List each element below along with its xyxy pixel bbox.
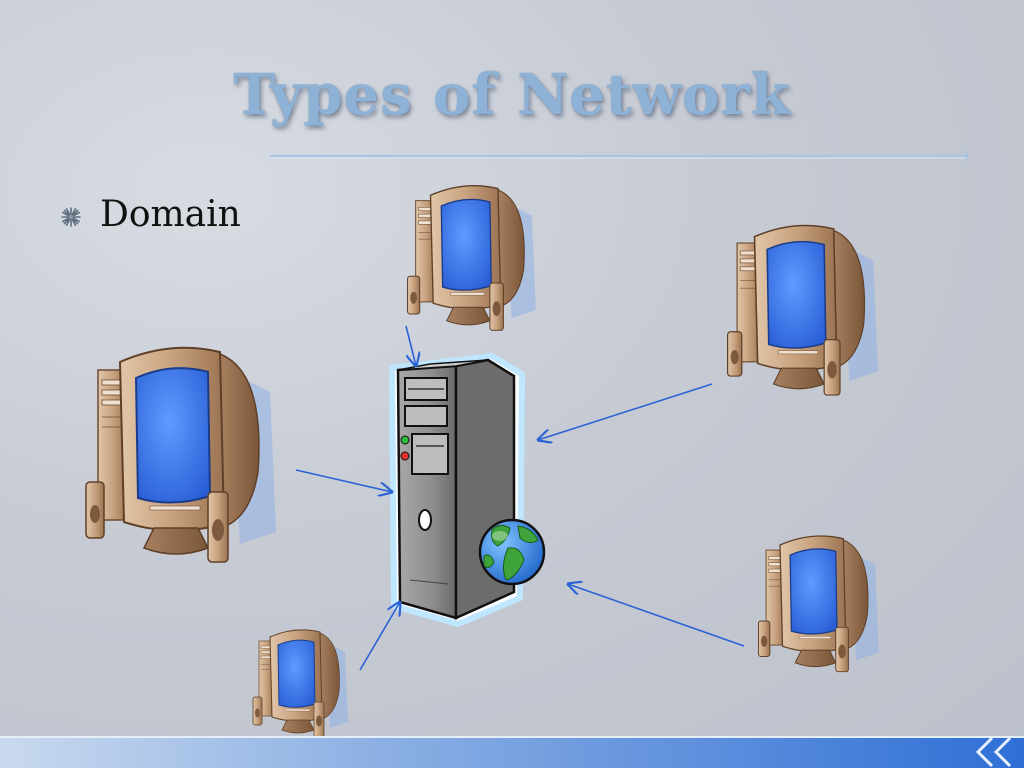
connection-arrow — [295, 469, 392, 492]
computer-icon — [84, 346, 278, 564]
title-divider — [270, 149, 969, 163]
slide-title: Types of Network — [233, 62, 791, 128]
computer-icon — [726, 224, 879, 396]
bullet-text: Domain — [100, 193, 241, 235]
computer-icon — [757, 535, 880, 673]
snowflake-bullet-icon — [61, 207, 81, 227]
bullet-item: Domain — [60, 190, 241, 238]
connection-arrow — [568, 584, 745, 647]
computer-icon — [252, 629, 349, 738]
connection-arrow — [359, 602, 400, 671]
connection-arrow — [538, 383, 713, 440]
footer-bar — [0, 736, 1024, 768]
computer-icon — [406, 184, 537, 331]
connection-arrow — [405, 325, 416, 366]
server-globe-icon — [389, 353, 546, 627]
double-chevron-icon — [975, 736, 1012, 768]
